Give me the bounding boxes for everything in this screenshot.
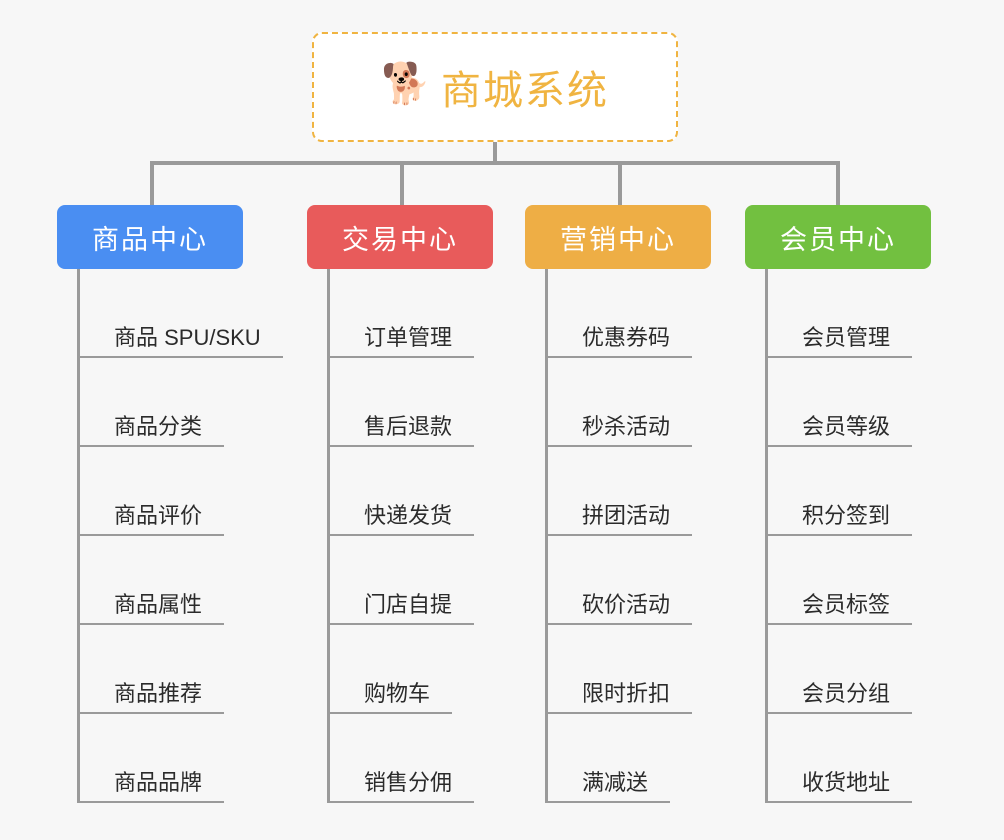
category-label: 商品中心 <box>92 224 208 255</box>
category-item-label: 商品分类 <box>80 414 225 447</box>
category-item[interactable]: 订单管理 <box>330 269 493 358</box>
category-item[interactable]: 积分签到 <box>768 447 931 536</box>
category-item[interactable]: 满减送 <box>548 714 711 803</box>
category-item[interactable]: 收货地址 <box>768 714 931 803</box>
category-item-label: 销售分佣 <box>330 770 475 803</box>
shiba-dog-face-icon: 🐕 <box>381 62 431 106</box>
category-item[interactable]: 购物车 <box>330 625 493 714</box>
category-item[interactable]: 商品属性 <box>80 536 243 625</box>
category-item-label: 砍价活动 <box>548 592 693 625</box>
category-item-list: 会员管理会员等级积分签到会员标签会员分组收货地址 <box>765 269 931 803</box>
category-label: 营销中心 <box>560 224 676 255</box>
category-item[interactable]: 销售分佣 <box>330 714 493 803</box>
category-item[interactable]: 售后退款 <box>330 358 493 447</box>
category-item[interactable]: 限时折扣 <box>548 625 711 714</box>
category-column-1: 交易中心 订单管理售后退款快递发货门店自提购物车销售分佣 <box>307 205 493 803</box>
category-header-3[interactable]: 会员中心 <box>745 205 931 269</box>
category-item-label: 商品属性 <box>80 592 225 625</box>
category-item[interactable]: 会员等级 <box>768 358 931 447</box>
category-item-list: 优惠券码秒杀活动拼团活动砍价活动限时折扣满减送 <box>545 269 711 803</box>
category-item-label: 会员标签 <box>768 592 913 625</box>
category-item-label: 会员等级 <box>768 414 913 447</box>
category-item[interactable]: 商品分类 <box>80 358 243 447</box>
category-item-label: 商品 SPU/SKU <box>80 325 283 358</box>
category-item-label: 订单管理 <box>330 325 475 358</box>
category-header-1[interactable]: 交易中心 <box>307 205 493 269</box>
category-item-label: 商品品牌 <box>80 770 225 803</box>
category-column-3: 会员中心 会员管理会员等级积分签到会员标签会员分组收货地址 <box>745 205 931 803</box>
category-item[interactable]: 会员管理 <box>768 269 931 358</box>
connector-drop-2 <box>618 161 622 205</box>
category-item-label: 门店自提 <box>330 592 475 625</box>
connector-drop-1 <box>400 161 404 205</box>
category-item-label: 会员分组 <box>768 681 913 714</box>
category-item-list: 商品 SPU/SKU 商品分类商品评价商品属性商品推荐商品品牌 <box>77 269 283 803</box>
root-title: 商城系统 <box>441 69 609 113</box>
root-node[interactable]: 🐕 商城系统 <box>312 32 678 142</box>
category-item[interactable]: 拼团活动 <box>548 447 711 536</box>
category-item[interactable]: 门店自提 <box>330 536 493 625</box>
category-item-label: 优惠券码 <box>548 325 693 358</box>
connector-drop-0 <box>150 161 154 205</box>
category-item-label: 购物车 <box>330 681 453 714</box>
category-item-label: 会员管理 <box>768 325 913 358</box>
category-item[interactable]: 商品评价 <box>80 447 243 536</box>
category-item-label: 商品推荐 <box>80 681 225 714</box>
category-label: 交易中心 <box>342 224 458 255</box>
category-item[interactable]: 快递发货 <box>330 447 493 536</box>
category-column-2: 营销中心 优惠券码秒杀活动拼团活动砍价活动限时折扣满减送 <box>525 205 711 803</box>
category-item[interactable]: 优惠券码 <box>548 269 711 358</box>
connector-root-stem <box>493 142 497 164</box>
category-item-label: 快递发货 <box>330 503 475 536</box>
category-item-label: 售后退款 <box>330 414 475 447</box>
category-item-label: 满减送 <box>548 770 671 803</box>
category-item[interactable]: 会员标签 <box>768 536 931 625</box>
connector-drop-3 <box>836 161 840 205</box>
category-item-label: 限时折扣 <box>548 681 693 714</box>
category-item-label: 商品评价 <box>80 503 225 536</box>
category-item[interactable]: 商品 SPU/SKU <box>80 269 283 358</box>
category-item[interactable]: 会员分组 <box>768 625 931 714</box>
category-item-label: 收货地址 <box>768 770 913 803</box>
category-item-label: 秒杀活动 <box>548 414 693 447</box>
category-item-list: 订单管理售后退款快递发货门店自提购物车销售分佣 <box>327 269 493 803</box>
category-item[interactable]: 秒杀活动 <box>548 358 711 447</box>
category-header-2[interactable]: 营销中心 <box>525 205 711 269</box>
category-item-label: 拼团活动 <box>548 503 693 536</box>
category-column-0: 商品中心 商品 SPU/SKU 商品分类商品评价商品属性商品推荐商品品牌 <box>57 205 283 803</box>
category-header-0[interactable]: 商品中心 <box>57 205 243 269</box>
connector-horizontal-bus <box>150 161 838 165</box>
category-item[interactable]: 商品品牌 <box>80 714 243 803</box>
category-item[interactable]: 砍价活动 <box>548 536 711 625</box>
category-item[interactable]: 商品推荐 <box>80 625 243 714</box>
category-item-label: 积分签到 <box>768 503 913 536</box>
category-label: 会员中心 <box>780 224 896 255</box>
